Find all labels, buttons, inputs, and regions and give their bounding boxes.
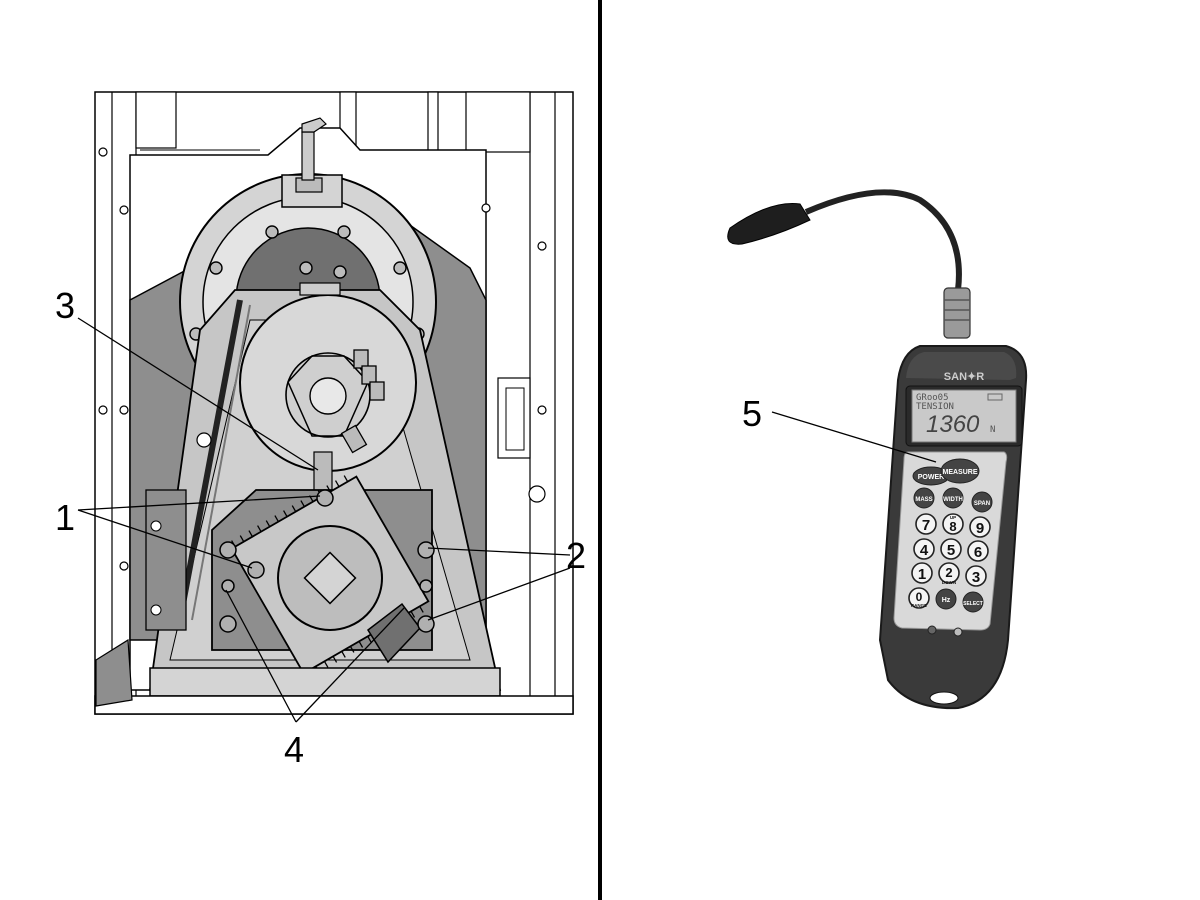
key-9[interactable] [969,516,991,538]
base-left-clamp [95,638,133,707]
key-8[interactable] [942,513,964,535]
key-6[interactable] [967,540,989,562]
motor-shaft-key [303,551,357,605]
air-fitting-elbow [301,117,327,133]
sensor-head [727,203,811,245]
lcd-screen [911,389,1017,443]
select-key-label: SELECT [963,601,983,607]
leader-lines-left [77,317,571,723]
key-3-label: 3 [972,569,980,586]
measure-key[interactable] [940,458,980,484]
tension-meter-photo: SAN✦R GRoo05 TENSION 1360 N POWER MEASUR… [727,189,1028,710]
key-2[interactable] [938,562,960,584]
base-floor [94,695,574,715]
key-3[interactable] [965,565,987,587]
key-2-sub: DOWN [942,580,956,585]
frame-holes [98,147,547,571]
key-5[interactable] [940,538,962,560]
mass-key-label: MASS [915,497,932,503]
hz-key[interactable] [935,588,957,610]
key-5-label: 5 [947,542,955,559]
callout-1: 1 [55,497,75,538]
cable-connector [943,287,971,339]
meter-body-highlight [906,352,1017,380]
drive-belt-inner [191,304,251,621]
mount-bolts [219,489,435,633]
mass-key[interactable] [913,487,935,509]
key-1[interactable] [911,562,933,584]
gooseneck-cable [804,189,962,291]
lanyard-hole [929,691,959,705]
meter-brand: SAN✦R [944,371,984,383]
lcd-line2: TENSION [916,402,954,412]
status-led-right [953,627,963,637]
tension-rod [313,451,333,493]
leader-line-5 [771,411,937,463]
key-2-label: 2 [945,565,952,580]
key-6-label: 6 [974,544,982,561]
left-bracket-hole [150,520,162,532]
key-4-label: 4 [920,542,929,559]
lcd-unit: N [990,425,995,435]
key-7[interactable] [915,513,937,535]
upper-pulley-center [309,377,347,415]
frame-top-post-right2 [427,91,439,153]
lcd-battery-icon [987,393,1003,401]
key-1-label: 1 [918,566,926,583]
callout-5: 5 [742,393,762,434]
frame-top-bracket-left [135,91,177,149]
key-7-label: 7 [922,517,930,534]
select-key[interactable] [962,591,984,613]
key-0-label: 0 [916,590,923,604]
drive-belt [177,299,243,621]
callout-4: 4 [284,729,304,770]
key-9-label: 9 [976,520,984,537]
measure-key-label: MEASURE [942,469,977,476]
span-key[interactable] [971,491,993,513]
lcd-value: 1360 [926,411,980,438]
lcd-line1: GRoo05 [916,393,949,403]
key-0[interactable] [908,587,930,609]
left-bracket-hole2 [150,604,162,616]
status-led-left [927,625,937,635]
key-8-sub: UP [950,515,956,520]
air-fitting-pipe [301,131,315,181]
frame-top-bracket-right [465,91,531,153]
callout-2: 2 [566,535,586,576]
callout-3: 3 [55,285,75,326]
power-key-label: POWER [918,474,944,481]
span-key-label: SPAN [974,501,990,507]
right-side-bracket-inner [505,387,525,451]
key-0-sub: RANGE [911,603,927,608]
motor-assembly-drawing: 3 1 2 4 [55,91,586,770]
key-8-label: 8 [949,519,956,534]
upper-pulley-tab [299,282,341,296]
flange-bolts [189,225,425,341]
width-key-label: WIDTH [943,497,963,503]
connector-ridges [944,299,970,321]
clamp-blocks [340,349,385,454]
width-key[interactable] [942,487,964,509]
key-4[interactable] [913,538,935,560]
hz-key-label: Hz [942,597,951,604]
